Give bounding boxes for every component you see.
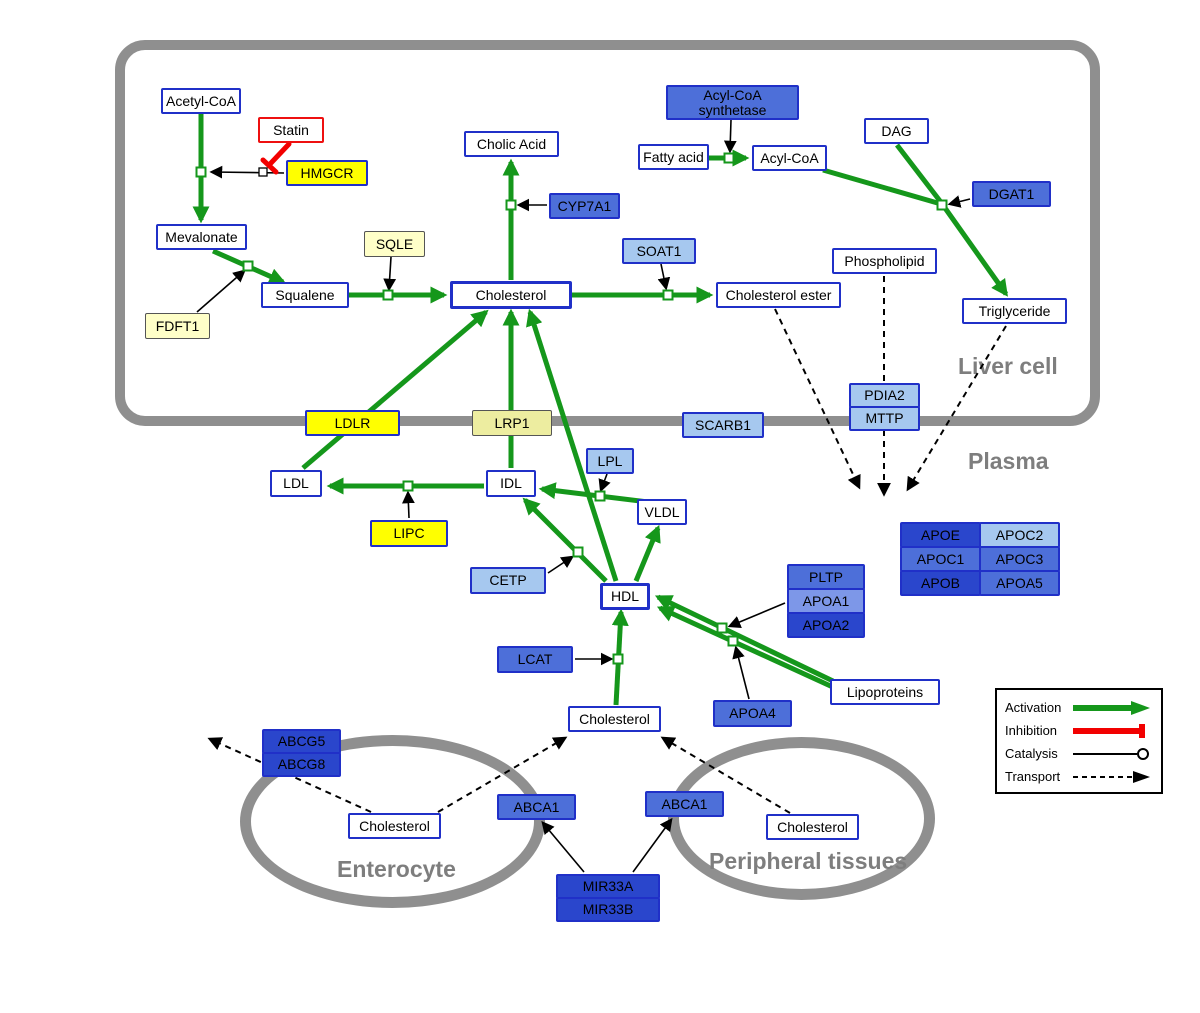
gene-pdia2[interactable]: PDIA2 — [849, 383, 920, 408]
gene-lpl[interactable]: LPL — [586, 448, 634, 474]
gene-abcg8[interactable]: ABCG8 — [262, 752, 341, 777]
plasma-label: Plasma — [968, 448, 1049, 474]
catalysis-circle-icon — [1073, 747, 1149, 760]
gene-apoc1[interactable]: APOC1 — [900, 546, 981, 572]
metabolite-squalene[interactable]: Squalene — [261, 282, 349, 308]
gene-apoa5[interactable]: APOA5 — [979, 570, 1060, 596]
metabolite-cholesterol-liver[interactable]: Cholesterol — [450, 281, 572, 309]
metabolite-idl[interactable]: IDL — [486, 470, 536, 497]
legend-row-activation: Activation — [1005, 696, 1153, 719]
peripheral-tissues-compartment — [668, 737, 935, 900]
metabolite-cholesterol-plasma[interactable]: Cholesterol — [568, 706, 661, 732]
gene-hmgcr[interactable]: HMGCR — [286, 160, 368, 186]
legend-transport-label: Transport — [1005, 769, 1061, 784]
gene-apoc2[interactable]: APOC2 — [979, 522, 1060, 548]
gene-lipc[interactable]: LIPC — [370, 520, 448, 547]
liver-cell-label: Liver cell — [958, 353, 1058, 379]
legend-inhibition-label: Inhibition — [1005, 723, 1058, 738]
metabolite-lipoproteins[interactable]: Lipoproteins — [830, 679, 940, 705]
gene-mir33a[interactable]: MIR33A — [556, 874, 660, 899]
metabolite-fatty-acid[interactable]: Fatty acid — [638, 144, 709, 170]
enterocyte-label: Enterocyte — [337, 856, 456, 882]
gene-abcg5[interactable]: ABCG5 — [262, 729, 341, 754]
gene-cetp[interactable]: CETP — [470, 567, 546, 594]
gene-soat1[interactable]: SOAT1 — [622, 238, 696, 264]
gene-lrp1[interactable]: LRP1 — [472, 410, 552, 436]
legend-row-transport: Transport — [1005, 765, 1153, 788]
legend-row-inhibition: Inhibition — [1005, 719, 1153, 742]
metabolite-acyl-coa[interactable]: Acyl-CoA — [752, 145, 827, 171]
transport-dashed-arrow-icon — [1073, 770, 1150, 783]
peripheral-tissues-label: Peripheral tissues — [709, 848, 908, 874]
gene-abca1-peripheral[interactable]: ABCA1 — [645, 791, 724, 817]
metabolite-acetyl-coa[interactable]: Acetyl-CoA — [161, 88, 241, 114]
legend-activation-label: Activation — [1005, 700, 1062, 715]
metabolite-triglyceride[interactable]: Triglyceride — [962, 298, 1067, 324]
reaction-node-squares — [195, 152, 948, 665]
gene-apoa4[interactable]: APOA4 — [713, 700, 792, 727]
liver-cell-compartment — [115, 40, 1100, 426]
drug-statin[interactable]: Statin — [258, 117, 324, 143]
gene-ldlr[interactable]: LDLR — [305, 410, 400, 436]
metabolite-vldl[interactable]: VLDL — [637, 499, 687, 525]
gene-apob[interactable]: APOB — [900, 570, 981, 596]
legend-row-catalysis: Catalysis — [1005, 742, 1153, 765]
gene-lcat[interactable]: LCAT — [497, 646, 573, 673]
gene-apoe[interactable]: APOE — [900, 522, 981, 548]
metabolite-mevalonate[interactable]: Mevalonate — [156, 224, 247, 250]
metabolite-cholesterol-peripheral[interactable]: Cholesterol — [766, 814, 859, 840]
catalysis-square-icon — [258, 167, 268, 177]
inhibition-tee-icon — [1073, 723, 1145, 738]
gene-sqle[interactable]: SQLE — [364, 231, 425, 257]
metabolite-cholesterol-enterocyte[interactable]: Cholesterol — [348, 813, 441, 839]
gene-acyl-coa-synthetase[interactable]: Acyl-CoA synthetase — [666, 85, 799, 120]
legend-catalysis-label: Catalysis — [1005, 746, 1058, 761]
metabolite-phospholipid[interactable]: Phospholipid — [832, 248, 937, 274]
gene-mttp[interactable]: MTTP — [849, 406, 920, 431]
metabolite-ldl[interactable]: LDL — [270, 470, 322, 497]
metabolite-dag[interactable]: DAG — [864, 118, 929, 144]
gene-abca1-enterocyte[interactable]: ABCA1 — [497, 794, 576, 820]
gene-apoc3[interactable]: APOC3 — [979, 546, 1060, 572]
enterocyte-compartment — [240, 735, 545, 908]
legend: Activation Inhibition Catalysis Transpor… — [995, 688, 1163, 794]
activation-arrow-icon — [1073, 700, 1150, 715]
metabolite-cholesterol-ester[interactable]: Cholesterol ester — [716, 282, 841, 308]
gene-apoa2[interactable]: APOA2 — [787, 612, 865, 638]
gene-dgat1[interactable]: DGAT1 — [972, 181, 1051, 207]
catalysis-edges — [196, 119, 971, 873]
inhibition-edge — [260, 141, 292, 175]
gene-pltp[interactable]: PLTP — [787, 564, 865, 590]
gene-scarb1[interactable]: SCARB1 — [682, 412, 764, 438]
metabolite-cholic-acid[interactable]: Cholic Acid — [464, 131, 559, 157]
gene-apoa1[interactable]: APOA1 — [787, 588, 865, 614]
gene-mir33b[interactable]: MIR33B — [556, 897, 660, 922]
gene-cyp7a1[interactable]: CYP7A1 — [549, 193, 620, 219]
activation-edges — [192, 113, 1009, 706]
metabolite-hdl[interactable]: HDL — [600, 583, 650, 610]
gene-fdft1[interactable]: FDFT1 — [145, 313, 210, 339]
